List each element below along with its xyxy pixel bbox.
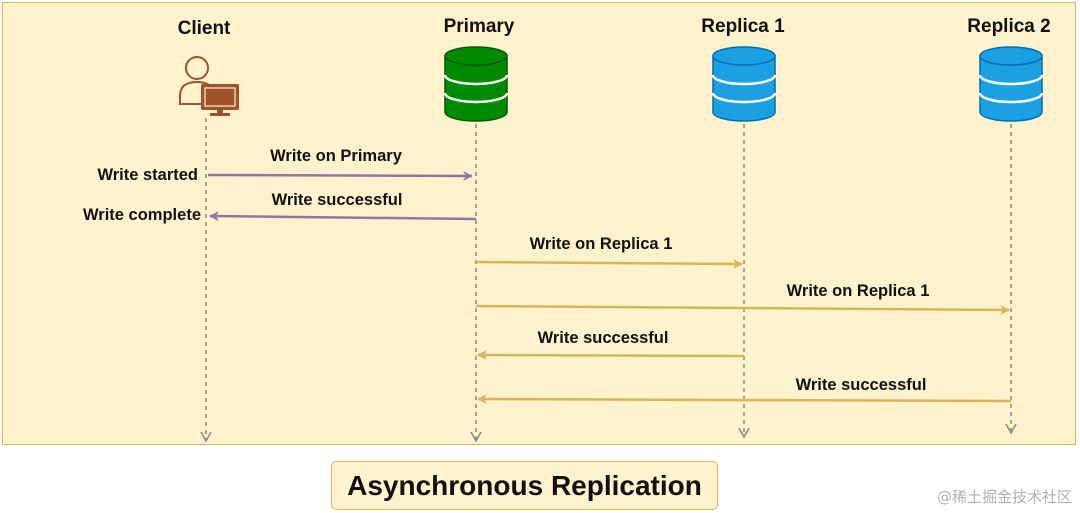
- lifeline-client-arrow: [200, 431, 212, 443]
- database-icon-replica2: [978, 46, 1044, 122]
- actor-label-replica2: Replica 2: [967, 16, 1051, 37]
- note-write-complete: Write complete: [83, 206, 201, 224]
- message-label-write-successful-replica1: Write successful: [537, 329, 669, 347]
- watermark: @稀土掘金技术社区: [936, 488, 1072, 506]
- arrow-write-successful-from-replica1: [477, 350, 745, 361]
- diagram-title-text: Asynchronous Replication: [347, 469, 702, 501]
- message-label-write-on-primary: Write on Primary: [270, 147, 402, 165]
- note-write-started: Write started: [97, 166, 198, 184]
- diagram-title: Asynchronous Replication: [331, 461, 718, 510]
- actor-label-replica1: Replica 1: [701, 16, 785, 37]
- arrow-write-on-replica2: [475, 304, 1010, 315]
- monitor-icon: [201, 84, 239, 116]
- lifeline-replica1-arrow: [738, 427, 750, 439]
- message-label-write-successful-replica2: Write successful: [795, 376, 927, 394]
- message-label-write-on-replica1: Write on Replica 1: [529, 235, 673, 253]
- arrow-write-successful-from-replica2: [477, 394, 1012, 405]
- actor-label-primary: Primary: [443, 16, 515, 37]
- arrow-write-successful-to-client: [209, 211, 477, 222]
- arrow-write-on-replica1: [475, 258, 743, 269]
- diagram-panel: [2, 2, 1076, 445]
- lifeline-primary-arrow: [470, 431, 482, 443]
- message-label-write-successful-client: Write successful: [271, 191, 403, 209]
- lifeline-replica2-arrow: [1005, 423, 1017, 435]
- arrow-write-on-primary: [207, 170, 473, 181]
- database-icon-replica1: [711, 46, 777, 122]
- message-label-write-on-replica2: Write on Replica 1: [786, 282, 930, 300]
- actor-label-client: Client: [177, 18, 231, 39]
- database-icon-primary: [443, 46, 509, 122]
